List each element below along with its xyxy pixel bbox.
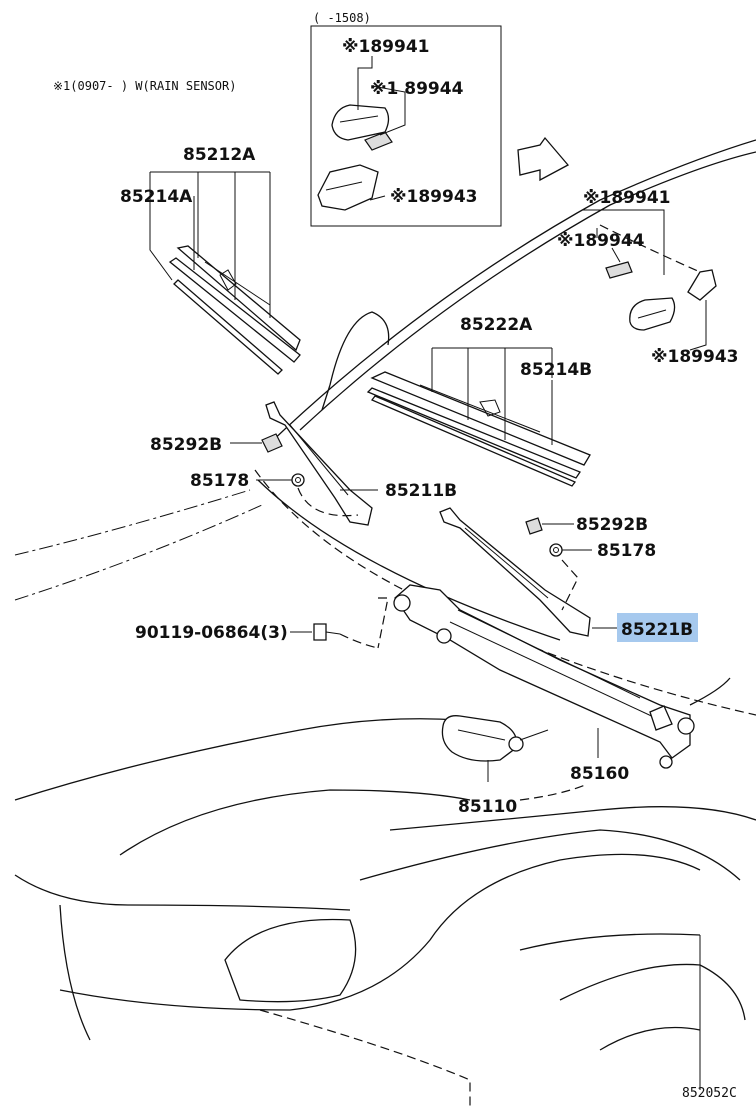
- label-85110: 85110: [458, 797, 517, 817]
- label-85178-right: 85178: [597, 541, 656, 561]
- label-85211B: 85211B: [385, 481, 457, 501]
- label-90119: 90119-06864(3): [135, 623, 288, 643]
- left-wiper-blade: [149, 171, 301, 375]
- label-85214A: 85214A: [120, 187, 193, 207]
- direction-arrow: [517, 136, 570, 182]
- label-85221B: 85221B: [621, 620, 693, 640]
- inset-box: [310, 25, 502, 227]
- label-inset-89943: ※189943: [390, 187, 478, 207]
- right-wiper-arm: [439, 507, 618, 637]
- label-inset-89944: ※1 89944: [370, 79, 464, 99]
- figure-code: 852052C: [682, 1086, 737, 1101]
- rain-sensor-parts: [582, 209, 717, 351]
- rain-sensor-footnote: ※1(0907- ) W(RAIN SENSOR): [53, 79, 236, 93]
- right-wiper-blade: [366, 347, 591, 487]
- label-85212A: 85212A: [183, 145, 256, 165]
- labels: ( -1508) ※1(0907- ) W(RAIN SENSOR) ※1899…: [53, 11, 739, 1101]
- label-85214B: 85214B: [520, 360, 592, 380]
- label-85160: 85160: [570, 764, 629, 784]
- car-body-outline: [14, 139, 756, 1108]
- label-right-89941: ※189941: [583, 188, 671, 208]
- inset-period-label: ( -1508): [313, 11, 371, 25]
- highlight-85221B: [617, 613, 698, 642]
- label-85222A: 85222A: [460, 315, 533, 335]
- label-85292B-left: 85292B: [150, 435, 222, 455]
- left-wiper-arm: [230, 401, 378, 526]
- wiper-linkage: [290, 584, 695, 769]
- wiper-motor: [441, 715, 586, 801]
- label-right-89943: ※189943: [651, 347, 739, 367]
- label-inset-89941: ※189941: [342, 37, 430, 57]
- label-right-89944: ※189944: [557, 231, 645, 251]
- label-85292B-right: 85292B: [576, 515, 648, 535]
- label-85178-left: 85178: [190, 471, 249, 491]
